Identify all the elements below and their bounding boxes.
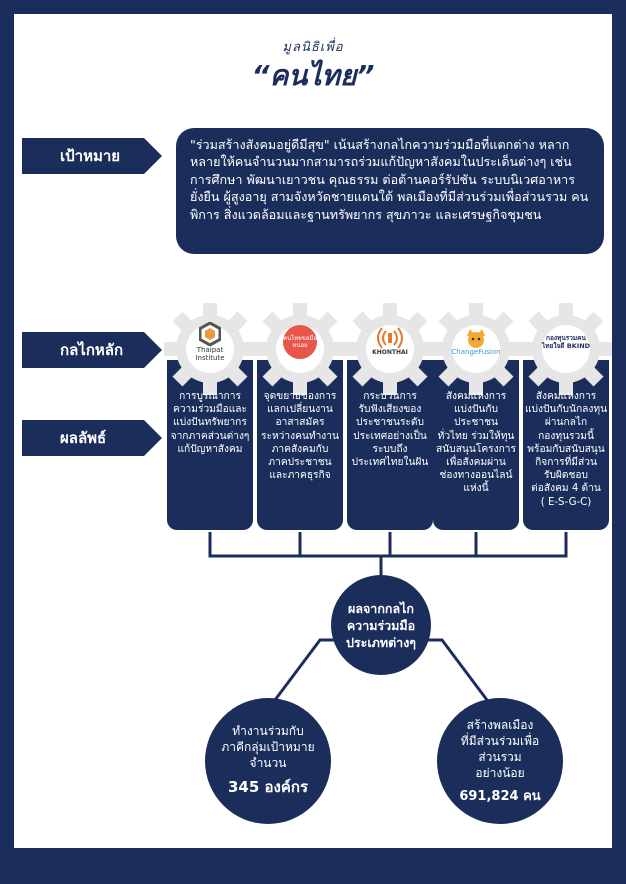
changefusion-logo: ChangeFusion [451, 322, 501, 362]
thaipat-logo: Thaipat Institute [185, 322, 235, 362]
center-to-left-line [273, 638, 335, 701]
left-result-text: ทำงานร่วมกับ ภาคีกลุ่มเป้าหมาย จำนวน [221, 724, 315, 770]
right-result-text: สร้างพลเมือง ที่มีส่วนร่วมเพื่อ ส่วนรวม … [460, 717, 540, 780]
goal-box: "ร่วมสร้างสังคมอยู่ดีมีสุข" เน้นสร้างกลไ… [176, 128, 604, 254]
tag-mechanism-label: กลไกหลัก [60, 341, 124, 359]
gear-icon [164, 303, 256, 395]
tag-arrow-shape [22, 332, 162, 368]
left-result-number: 345 องค์กร [227, 778, 309, 796]
right-result-number: 691,824 คน [459, 788, 541, 804]
mechanism-desc-3: กระบวนการ รับฟังเสียงของ ประชาชนระดับ ปร… [351, 391, 429, 469]
khonthai-volunteer-logo: คนไทยขอมือหน่อย [275, 322, 325, 362]
gear-icon [430, 303, 522, 395]
mechanism-desc-2: จุดขยายของการ แลกเปลี่ยนงาน อาสาสมัคร ระ… [261, 391, 339, 482]
thaipat-logo-text: Thaipat Institute [195, 346, 225, 362]
sound-wave-icon [377, 327, 403, 349]
mechanism-desc-5: สังคมแห่งการ แบ่งปันกับนักลงทุน ผ่านกลไก… [524, 391, 608, 508]
tag-result-label: ผลลัพธ์ [60, 429, 107, 447]
tag-arrow-shape [22, 420, 162, 456]
tag-mechanism: กลไกหลัก [22, 332, 162, 368]
changefusion-logo-text: ChangeFusion [451, 348, 501, 356]
tag-goal: เป้าหมาย [22, 138, 162, 174]
khonthai-logo-text: KHONTHAI [372, 349, 408, 356]
bracket-line [208, 532, 568, 558]
mechanism-desc-1: การบูรณาการ ความร่วมมือและ แบ่งปันทรัพยา… [170, 391, 250, 455]
foundation-logo-big: “คนไทย” [251, 59, 375, 92]
tag-result: ผลลัพธ์ [22, 420, 162, 456]
left-result-circle: ทำงานร่วมกับ ภาคีกลุ่มเป้าหมาย จำนวน 345… [205, 698, 331, 824]
bkind-logo-text: กองทุนรวมคนไทยใจดี BKIND [541, 334, 591, 350]
right-result-circle: สร้างพลเมือง ที่มีส่วนร่วมเพื่อ ส่วนรวม … [437, 698, 563, 824]
foundation-logo-small: มูลนิธิเพื่อ [282, 40, 344, 55]
gear-icon [520, 303, 612, 395]
hexagon-logo-icon [199, 322, 221, 346]
center-to-right-line [427, 638, 489, 701]
mechanism-desc-4: สังคมแห่งการ แบ่งปันกับประชาชน ทั่วไทย ร… [436, 391, 516, 495]
cat-logo-icon [467, 329, 485, 348]
khonthai-volunteer-logo-badge: คนไทยขอมือหน่อย [283, 325, 317, 359]
center-result-circle: ผลจากกลไก ความร่วมมือ ประเภทต่างๆ [331, 575, 431, 675]
khonthai-logo: KHONTHAI [365, 322, 415, 362]
tag-goal-label: เป้าหมาย [60, 147, 121, 165]
tag-arrow-shape [22, 138, 162, 174]
bkind-logo: กองทุนรวมคนไทยใจดี BKIND [541, 322, 591, 362]
